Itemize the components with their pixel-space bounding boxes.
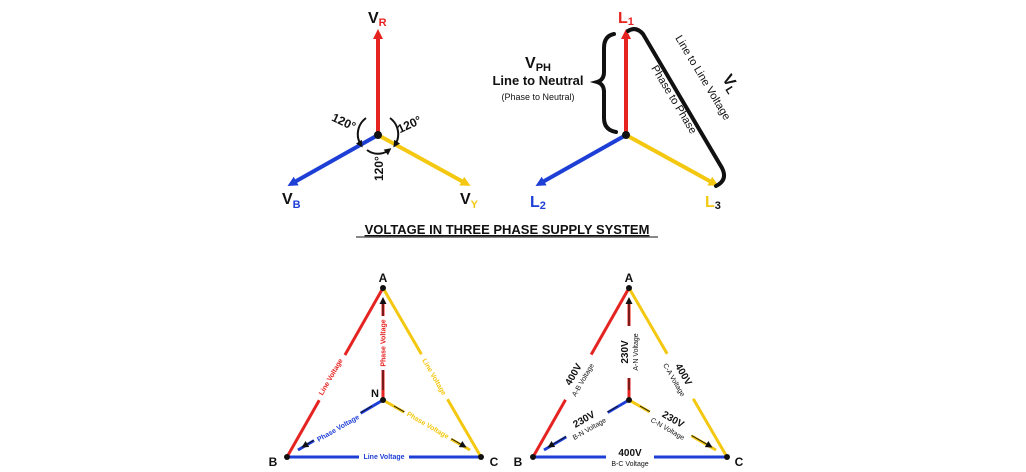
tri-left-b-label: B [269,455,278,469]
tri-right-c-label: C [735,455,744,469]
phasor-diagram: VR VB VY 120° 120° 120° [282,10,479,211]
vph-label: VPH [525,55,551,74]
tri-right-b-label: B [514,455,523,469]
triangle-right: A B C 400V A-B Voltage 400V C-A Voltage … [514,271,744,469]
tri-left-n-dot [380,397,386,403]
tri-left-ac-label: Line Voltage [420,358,447,397]
tri-left-na-label: Phase Voltage [381,319,388,366]
tri-left-ab-label: Line Voltage [318,358,345,397]
angle-arc-left [355,117,367,148]
tri-right-bc-tag: 400V B-C Voltage [606,445,654,468]
angle-label-bottom: 120° [372,156,386,181]
l3-label: L3 [705,194,721,212]
tri-right-bn-tag: 230V B-N Voltage [559,400,612,444]
tri-right-an-value: 230V [620,340,631,364]
tri-left-a-dot [380,285,386,291]
tri-right-an-tag: 230V A-N Voltage [618,326,640,378]
tri-left-nc-label: Phase Voltage [405,411,450,441]
tri-left-b-dot [284,454,290,460]
triangle-left: A B C N Line Voltage Line Voltage Line V… [269,271,499,469]
l1-label: L1 [618,10,634,28]
tri-left-bc-label: Line Voltage [363,454,404,461]
tri-right-ca-tag: 400V C-A Voltage [656,347,704,406]
vr-label: VR [368,10,387,29]
neutral-point [622,131,630,139]
tri-left-nb-label: Phase Voltage [316,414,361,444]
tri-right-c-dot [724,454,730,460]
tri-left-n-label: N [371,388,379,400]
l3-arrow [625,133,719,186]
tri-right-bc-value: 400V [618,448,642,459]
phase-to-phase-label: Phase to Phase [648,63,698,136]
phasor-origin [374,131,382,139]
l2-arrow [535,133,627,186]
tri-right-n-dot [626,397,632,403]
angle-arc-right [389,117,401,148]
vl-bracket [626,27,726,188]
tri-left-a-label: A [379,271,388,285]
tri-right-an-label: A-N Voltage [633,333,640,370]
vb-label: VB [282,191,301,211]
diagram-title: VOLTAGE IN THREE PHASE SUPPLY SYSTEM [365,222,650,237]
vl-label: VL [717,72,742,97]
angle-label-left: 120° [330,110,359,133]
tri-right-bc-label: B-C Voltage [611,461,648,468]
tri-right-b-dot [530,454,536,460]
tri-right-ab-tag: 400V A-B Voltage [553,347,601,406]
vph-brace [589,32,618,134]
angle-arc-bottom [366,148,392,156]
line-to-neutral-label: Line to Neutral [492,73,583,88]
tri-left-c-dot [478,454,484,460]
vb-arrow [287,133,379,186]
phase-to-neutral-label: (Phase to Neutral) [501,92,574,102]
tri-right-a-dot [626,285,632,291]
tri-left-c-label: C [490,455,499,469]
tri-right-a-label: A [625,271,634,285]
tri-right-cn-tag: 230V C-N Voltage [645,400,698,444]
angle-label-right: 120° [395,113,424,136]
vy-label: VY [460,191,479,211]
line-phase-diagram: L1 L2 L3 VPH Line to Neutral (Phase to N… [492,10,742,212]
l2-label: L2 [530,194,546,212]
vy-arrow [377,133,471,186]
